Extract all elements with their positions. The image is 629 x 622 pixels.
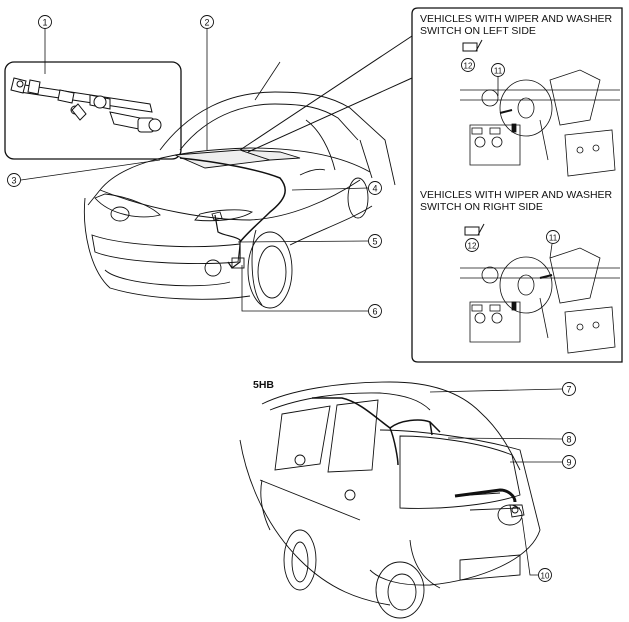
wiper-linkage-drawing: [10, 77, 162, 133]
front-car-drawing: [83, 91, 396, 309]
dashboard-left-side-drawing: [460, 69, 620, 177]
callout-9: 9: [562, 455, 576, 469]
svg-text:9: 9: [566, 457, 571, 467]
panel-right-title-line1: VEHICLES WITH WIPER AND WASHER: [420, 189, 613, 201]
callout-4: 4: [368, 181, 382, 195]
svg-text:3: 3: [11, 175, 16, 185]
callout-11-right: 11: [546, 230, 560, 244]
switch-location-panel: [411, 7, 623, 363]
svg-text:10: 10: [541, 571, 550, 580]
callout-12-left: 12: [461, 58, 475, 72]
callout-3: 3: [7, 173, 21, 187]
callout-2: 2: [200, 15, 214, 29]
svg-text:11: 11: [494, 66, 503, 75]
panel-right-title-line2: SWITCH ON RIGHT SIDE: [420, 201, 543, 213]
panel-left-title-line1: VEHICLES WITH WIPER AND WASHER: [420, 13, 613, 25]
wiper-motor-inset: [4, 61, 182, 160]
switch-icon-right-side: [464, 223, 485, 236]
rear-model-label: 5HB: [253, 379, 274, 391]
svg-text:5: 5: [372, 236, 377, 246]
callout-10: 10: [538, 568, 552, 582]
svg-text:6: 6: [372, 306, 377, 316]
svg-text:12: 12: [468, 241, 477, 250]
leader-lines: [20, 29, 563, 576]
callout-12-right: 12: [465, 238, 479, 252]
switch-icon-left-side: [462, 39, 483, 52]
callout-11-left: 11: [491, 63, 505, 77]
svg-text:7: 7: [566, 384, 571, 394]
callout-5: 5: [368, 234, 382, 248]
panel-left-title-line2: SWITCH ON LEFT SIDE: [420, 25, 536, 37]
callout-1: 1: [38, 15, 52, 29]
svg-text:11: 11: [549, 233, 558, 242]
callout-6: 6: [368, 304, 382, 318]
rear-car-drawing: [239, 381, 541, 619]
callout-8: 8: [562, 432, 576, 446]
svg-text:8: 8: [566, 434, 571, 444]
svg-text:4: 4: [372, 183, 377, 193]
svg-text:2: 2: [204, 17, 209, 27]
panel-pointer-lines: [239, 35, 413, 153]
dashboard-right-side-drawing: [460, 247, 620, 354]
svg-text:12: 12: [464, 61, 473, 70]
callout-7: 7: [562, 382, 576, 396]
svg-text:1: 1: [42, 17, 47, 27]
